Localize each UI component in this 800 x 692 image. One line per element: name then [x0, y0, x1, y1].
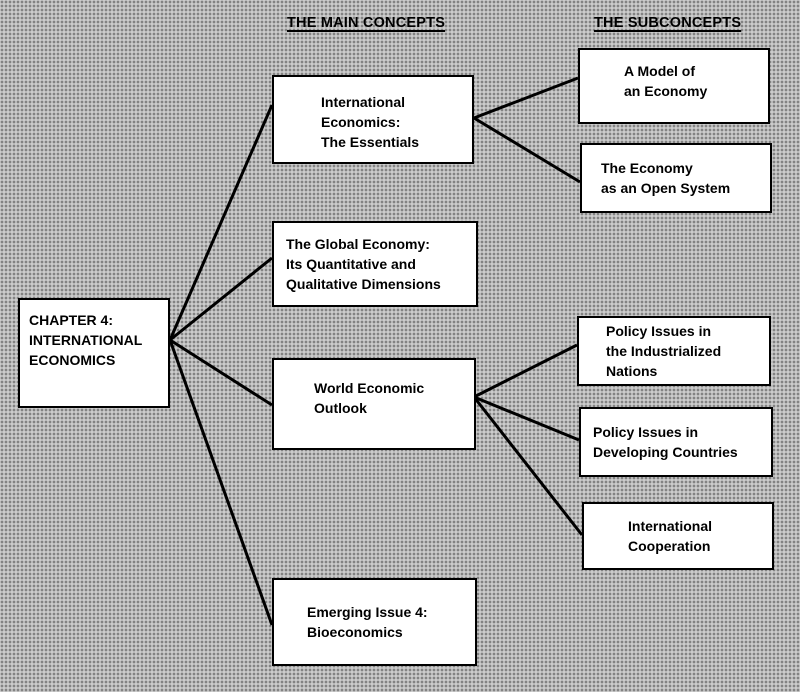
- main-concept-line: Its Quantitative and: [286, 256, 416, 272]
- main-concept-line: World Economic: [314, 380, 425, 396]
- root-line: CHAPTER 4:: [29, 312, 114, 328]
- connector-root-to-emerging: [168, 339, 274, 626]
- main-concept-line: Bioeconomics: [307, 624, 403, 640]
- subconcept-line: the Industrialized: [606, 343, 722, 359]
- connector-essentials-to-model: [473, 76, 579, 120]
- main-concept-line: Economics:: [321, 113, 401, 130]
- main-concept-line: Outlook: [314, 400, 367, 416]
- subconcepts-header: THE SUBCONCEPTS: [594, 15, 742, 31]
- connector-outlook-to-industrialized: [473, 343, 578, 399]
- main-concept-global-economy: The Global Economy: Its Quantitative and…: [272, 221, 478, 307]
- subconcept-industrialized-nations: Policy Issues in the Industrialized Nati…: [577, 316, 771, 386]
- subconcept-open-system: The Economy as an Open System: [580, 143, 772, 213]
- subconcept-line: Developing Countries: [593, 444, 738, 460]
- subconcept-line: The Economy: [601, 160, 693, 176]
- main-concepts-header: THE MAIN CONCEPTS: [287, 15, 446, 31]
- subconcept-international-cooperation: International Cooperation: [582, 502, 774, 570]
- main-concept-line: The Essentials: [321, 133, 420, 150]
- connector-outlook-to-developing: [473, 395, 580, 442]
- main-concept-line: The Global Economy:: [286, 236, 430, 252]
- subconcept-line: A Model of: [624, 63, 696, 79]
- main-concept-line: International: [321, 93, 406, 110]
- root-line: INTERNATIONAL: [29, 332, 143, 348]
- main-concept-international-essentials: International Economics: The Essentials: [272, 75, 474, 164]
- main-concept-world-outlook: World Economic Outlook: [272, 358, 476, 450]
- subconcept-line: International: [628, 518, 713, 534]
- subconcept-line: as an Open System: [601, 180, 731, 196]
- main-concept-line: Qualitative Dimensions: [286, 276, 441, 292]
- main-concept-emerging-issue: Emerging Issue 4: Bioeconomics: [272, 578, 477, 666]
- root-line: ECONOMICS: [29, 352, 116, 368]
- subconcept-model-of-economy: A Model of an Economy: [578, 48, 770, 124]
- connector-root-to-global: [169, 256, 273, 342]
- root-node-chapter-4: CHAPTER 4: INTERNATIONAL ECONOMICS: [18, 298, 170, 408]
- connector-outlook-to-cooperation: [472, 396, 584, 536]
- subconcept-developing-countries: Policy Issues in Developing Countries: [579, 407, 773, 477]
- subconcept-line: Policy Issues in: [593, 424, 699, 440]
- subconcept-line: Cooperation: [628, 538, 711, 554]
- connector-essentials-to-open-system: [473, 116, 581, 184]
- connector-root-to-essentials: [168, 104, 274, 341]
- subconcept-line: Policy Issues in: [606, 323, 712, 339]
- subconcept-line: Nations: [606, 363, 658, 379]
- connector-root-to-outlook: [169, 338, 273, 407]
- main-concept-line: Emerging Issue 4:: [307, 604, 428, 620]
- subconcept-line: an Economy: [624, 83, 708, 99]
